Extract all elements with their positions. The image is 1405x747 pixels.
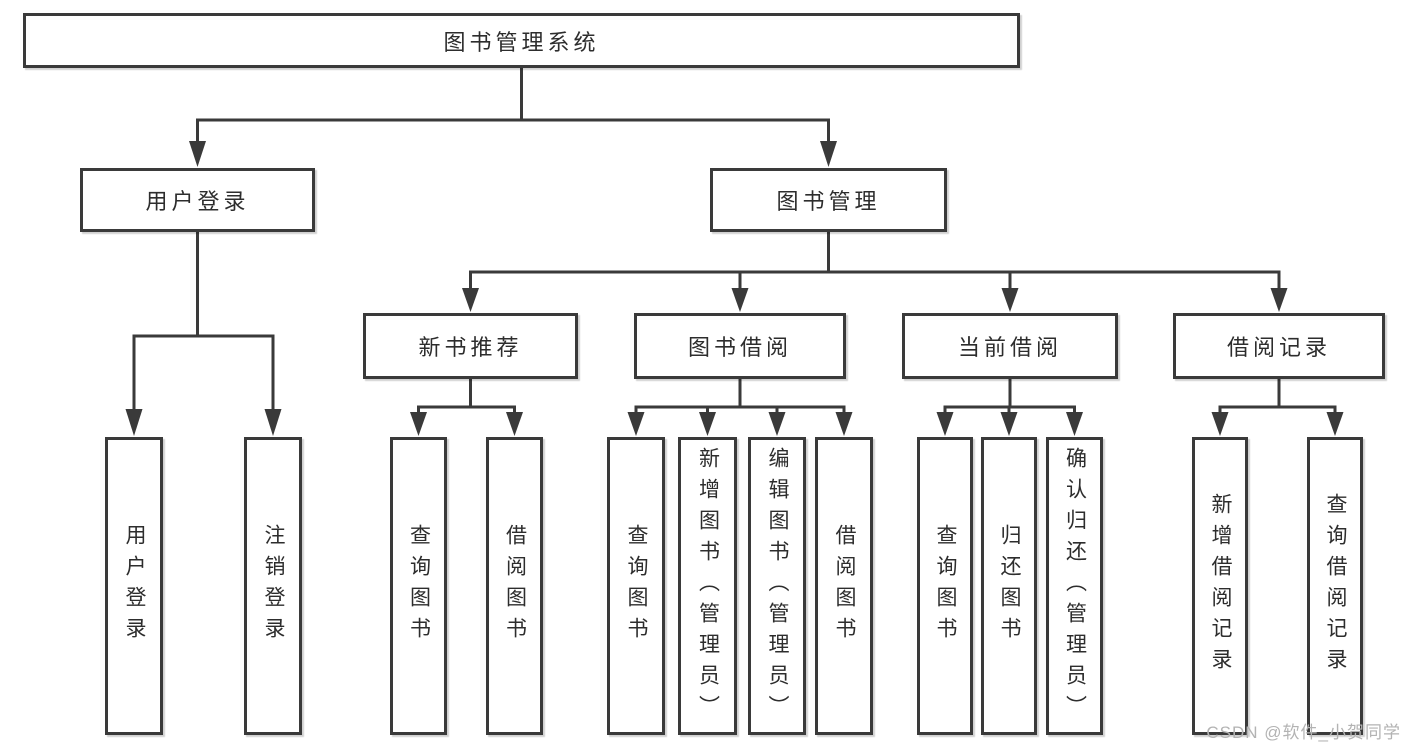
- leaf-add-borrow-record: 新增借阅记录: [1192, 437, 1248, 735]
- leaf-confirm-return-admin: 确认归还（管理员）: [1046, 437, 1103, 735]
- node-library-system: 图书管理系统: [23, 13, 1020, 68]
- node-current-borrowing: 当前借阅: [902, 313, 1118, 379]
- leaf-user-login: 用户登录: [105, 437, 163, 735]
- node-user-login-label: 用户登录: [145, 189, 250, 214]
- leaf-query-books-borrow: 查询图书: [607, 437, 665, 735]
- leaf-borrow-books: 借阅图书: [815, 437, 873, 735]
- node-library-system-label: 图书管理系统: [443, 29, 600, 55]
- leaf-logout: 注销登录: [244, 437, 302, 735]
- node-book-management: 图书管理: [710, 168, 947, 232]
- node-user-login: 用户登录: [80, 168, 315, 232]
- leaf-query-books-recommend: 查询图书: [390, 437, 447, 735]
- node-current-borrowing-label: 当前借阅: [957, 335, 1062, 360]
- node-new-book-recommend: 新书推荐: [363, 313, 578, 379]
- csdn-watermark: CSDN @软件_小贺同学: [1206, 723, 1401, 742]
- leaf-edit-books-admin: 编辑图书（管理员）: [748, 437, 806, 735]
- node-book-management-label: 图书管理: [776, 189, 881, 214]
- node-borrowing-records-label: 借阅记录: [1226, 335, 1331, 360]
- node-borrowing-records: 借阅记录: [1173, 313, 1385, 379]
- leaf-borrow-books-recommend: 借阅图书: [486, 437, 543, 735]
- node-new-book-recommend-label: 新书推荐: [418, 335, 523, 360]
- leaf-add-books-admin: 新增图书（管理员）: [678, 437, 737, 735]
- node-book-borrowing: 图书借阅: [634, 313, 846, 379]
- leaf-query-borrow-record: 查询借阅记录: [1307, 437, 1363, 735]
- leaf-return-books: 归还图书: [981, 437, 1037, 735]
- leaf-query-books-current: 查询图书: [917, 437, 973, 735]
- node-book-borrowing-label: 图书借阅: [687, 335, 792, 360]
